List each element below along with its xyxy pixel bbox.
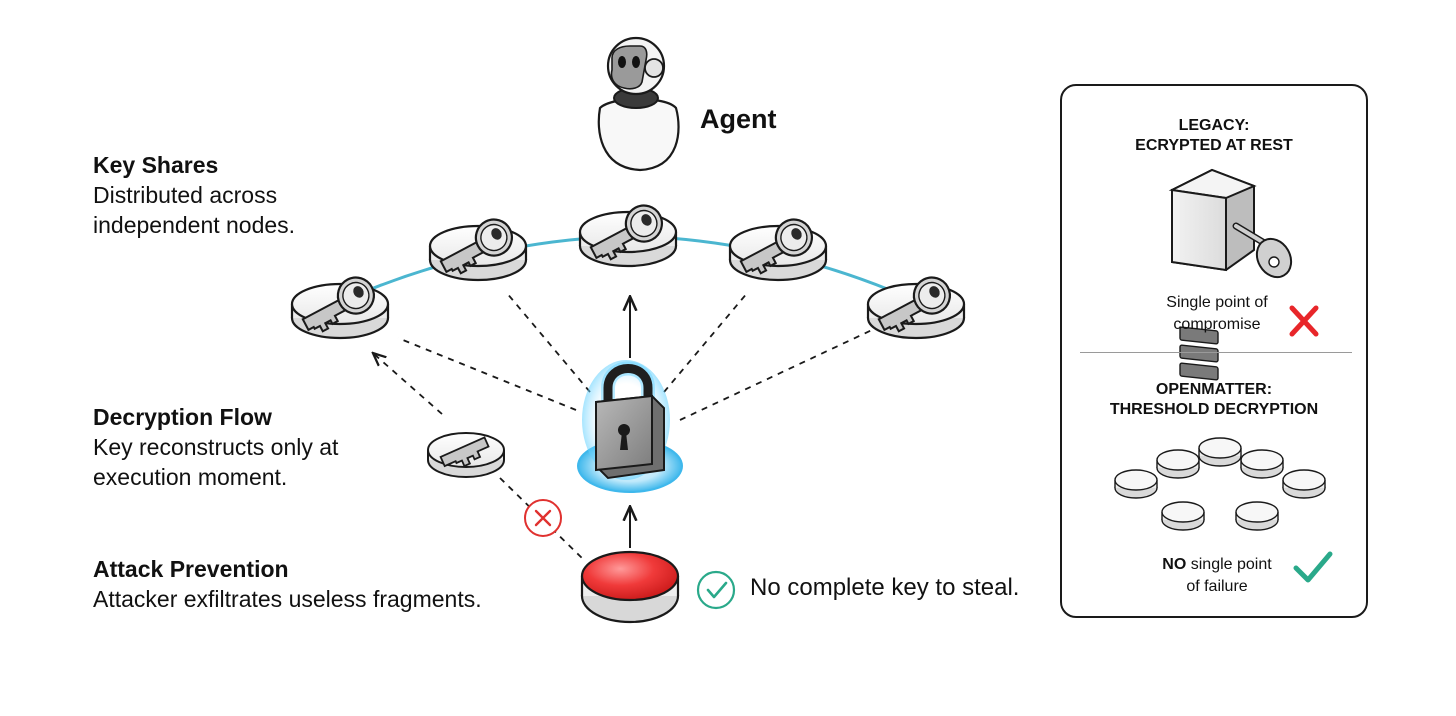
result-text: No complete key to steal.: [750, 574, 1020, 601]
attack-prevention-section: Attack Prevention Attacker exfiltrates u…: [93, 554, 482, 614]
comparison-panel: LEGACY: ECRYPTED AT REST Single point of…: [1060, 84, 1368, 618]
check-icon: [696, 570, 736, 610]
robot-agent-icon: [597, 36, 680, 172]
cross-icon: [1289, 305, 1319, 337]
legacy-title-line: ECRYPTED AT REST: [1135, 137, 1293, 154]
openmatter-title: OPENMATTER: THRESHOLD DECRYPTION: [1062, 380, 1366, 420]
padlock-icon: [577, 360, 683, 493]
key-disc-icon: [290, 270, 390, 340]
key-shares-section: Key Shares Distributed across independen…: [93, 150, 295, 240]
decryption-flow-title: Decryption Flow: [93, 404, 272, 430]
openmatter-title-line: OPENMATTER:: [1155, 381, 1273, 398]
key-disc-icon: [866, 270, 966, 340]
check-icon: [1293, 551, 1333, 583]
share-connections: [374, 291, 873, 561]
key-disc-icon: [578, 198, 678, 268]
decryption-flow-line: Key reconstructs only at: [93, 434, 339, 460]
key-shares-title: Key Shares: [93, 152, 219, 178]
decryption-flow-line: execution moment.: [93, 464, 288, 490]
legacy-note-line: Single point of: [1166, 294, 1268, 311]
legacy-note: Single point of compromise: [1142, 292, 1292, 336]
openmatter-note-bold: NO: [1162, 556, 1187, 573]
openmatter-note-line2: of failure: [1186, 578, 1248, 595]
blocked-x-icon: [524, 499, 562, 537]
key-disc-icon: [428, 212, 528, 282]
legacy-note-line: compromise: [1173, 316, 1261, 333]
decryption-flow-section: Decryption Flow Key reconstructs only at…: [93, 402, 338, 492]
attack-prevention-line: Attacker exfiltrates useless fragments.: [93, 586, 482, 612]
legacy-title: LEGACY: ECRYPTED AT REST: [1062, 116, 1366, 156]
fragment-disc-icon: [427, 432, 505, 478]
openmatter-note: NO single point of failure: [1142, 554, 1292, 598]
openmatter-title-line: THRESHOLD DECRYPTION: [1109, 401, 1319, 418]
attack-prevention-title: Attack Prevention: [93, 556, 289, 582]
key-shares-line: independent nodes.: [93, 212, 296, 238]
key-disc-icon: [728, 212, 828, 282]
server-icon: [1168, 168, 1293, 381]
alarm-button-icon: [580, 550, 680, 624]
agent-label: Agent: [700, 104, 777, 134]
openmatter-note-rest: single point: [1186, 556, 1272, 573]
legacy-title-line: LEGACY:: [1178, 117, 1250, 134]
panel-divider: [1080, 352, 1352, 353]
key-shares-line: Distributed across: [93, 182, 278, 208]
